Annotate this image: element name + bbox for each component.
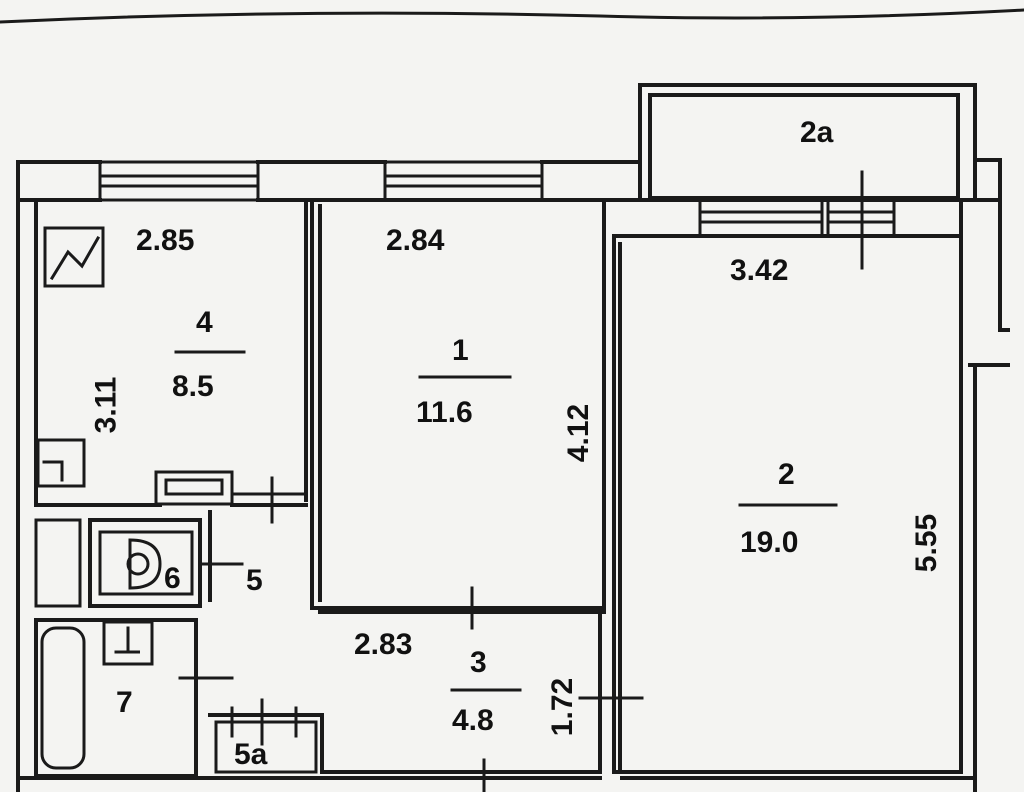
toilet-icon xyxy=(98,530,194,596)
room2-area: 19.0 xyxy=(740,526,799,559)
room6-number: 6 xyxy=(164,562,181,595)
room2-walls xyxy=(612,234,963,774)
sheet-edge xyxy=(0,8,1024,24)
room3-number: 3 xyxy=(470,646,487,679)
dim-room4-width: 2.85 xyxy=(136,224,195,257)
kitchen-stove-icon xyxy=(43,226,105,288)
dim-room2-depth: 5.55 xyxy=(910,513,944,573)
dim-room4-depth: 3.11 xyxy=(89,376,123,434)
room1-walls xyxy=(310,198,606,610)
window-room1 xyxy=(383,160,544,202)
room3-area: 4.8 xyxy=(452,704,494,737)
room5-number: 5 xyxy=(246,564,263,597)
bath-closet xyxy=(34,518,82,608)
closet-5a xyxy=(214,720,318,774)
kitchen-radiator xyxy=(154,470,234,506)
dim-room1-width: 2.84 xyxy=(386,224,445,257)
room1-number: 1 xyxy=(452,334,469,367)
balcony-inner xyxy=(648,93,960,200)
dim-room3-width: 2.83 xyxy=(354,628,413,661)
window-room4 xyxy=(98,160,260,202)
room4-number: 4 xyxy=(196,306,213,339)
room5a-number: 5a xyxy=(234,738,268,771)
window-room2 xyxy=(698,198,824,238)
dim-room2-width: 3.42 xyxy=(730,254,789,287)
dim-room1-depth: 4.12 xyxy=(562,403,596,463)
dim-room3-depth: 1.72 xyxy=(546,677,580,737)
room7-number: 7 xyxy=(116,686,133,719)
balcony-label: 2a xyxy=(800,116,834,149)
outer-wall-right xyxy=(973,83,1010,332)
kitchen-sink-icon xyxy=(36,438,86,488)
room4-area: 8.5 xyxy=(172,370,214,403)
room1-area: 11.6 xyxy=(416,396,473,429)
room2-number: 2 xyxy=(778,458,795,491)
bathtub-icon xyxy=(40,626,86,770)
